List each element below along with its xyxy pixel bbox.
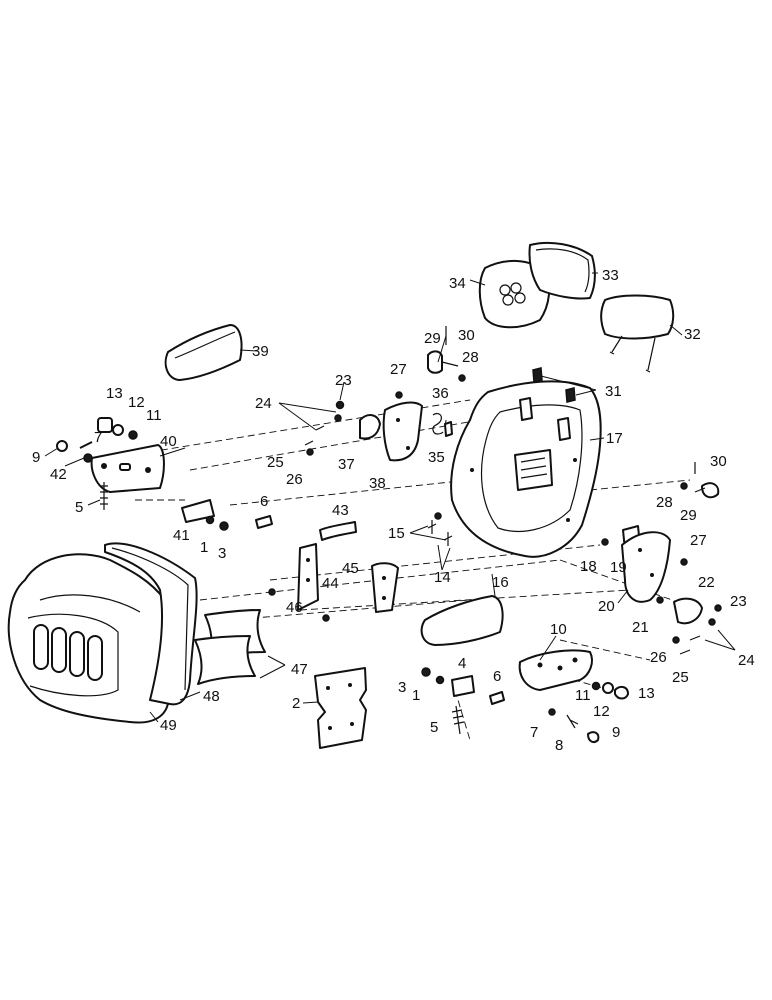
hardware-right <box>548 681 629 743</box>
label-part-24: 24 <box>255 395 272 412</box>
label-part-39: 39 <box>252 343 269 360</box>
hinge-center <box>421 667 505 735</box>
label-part-20: 20 <box>598 598 615 615</box>
label-part-21: 21 <box>632 619 649 636</box>
label-part-27: 27 <box>690 532 707 549</box>
label-part-12: 12 <box>593 703 610 720</box>
label-part-23: 23 <box>730 593 747 610</box>
seat-frame-48 <box>104 542 198 706</box>
armrest-pad-39 <box>164 324 243 381</box>
label-part-29: 29 <box>424 330 441 347</box>
label-part-36: 36 <box>432 385 449 402</box>
label-part-15: 15 <box>388 525 405 542</box>
label-part-25: 25 <box>672 669 689 686</box>
label-part-23: 23 <box>335 372 352 389</box>
label-part-6: 6 <box>260 493 268 510</box>
label-part-37: 37 <box>338 456 355 473</box>
label-part-10: 10 <box>550 621 567 638</box>
straps-47 <box>194 609 266 685</box>
clips-31 <box>532 367 576 403</box>
label-part-33: 33 <box>602 267 619 284</box>
label-part-4: 4 <box>458 655 466 672</box>
label-part-13: 13 <box>638 685 655 702</box>
label-part-28: 28 <box>462 349 479 366</box>
label-part-42: 42 <box>50 466 67 483</box>
hinge-left <box>181 499 273 531</box>
label-part-30: 30 <box>710 453 727 470</box>
label-part-5: 5 <box>75 499 83 516</box>
recliner-parts-right <box>601 525 722 655</box>
label-part-11: 11 <box>575 687 591 704</box>
bolts-14-15 <box>427 512 453 546</box>
label-part-38: 38 <box>369 475 386 492</box>
label-part-16: 16 <box>492 574 509 591</box>
label-part-32: 32 <box>684 326 701 343</box>
headrest-frame-32 <box>600 294 675 373</box>
center-brackets <box>268 521 399 622</box>
label-part-18: 18 <box>580 558 597 575</box>
label-part-31: 31 <box>605 383 622 400</box>
label-part-43: 43 <box>332 502 349 519</box>
label-part-9: 9 <box>612 724 620 741</box>
label-part-14: 14 <box>434 569 451 586</box>
label-part-29: 29 <box>680 507 697 524</box>
callout-labels: 1 1 2 3 3 4 5 5 6 6 7 7 8 9 9 10 11 11 1… <box>32 267 755 754</box>
label-part-48: 48 <box>203 688 220 705</box>
label-part-25: 25 <box>267 454 284 471</box>
label-part-26: 26 <box>650 649 667 666</box>
label-part-47: 47 <box>291 661 308 678</box>
label-part-45: 45 <box>342 560 359 577</box>
label-part-11: 11 <box>146 407 162 424</box>
armrest-bracket-10 <box>518 649 593 691</box>
label-part-1: 1 <box>200 539 208 556</box>
label-part-2: 2 <box>292 695 300 712</box>
armrest-bracket-40 <box>90 444 165 493</box>
label-part-30: 30 <box>458 327 475 344</box>
label-part-1: 1 <box>412 687 420 704</box>
label-part-46: 46 <box>286 599 303 616</box>
label-part-22: 22 <box>698 574 715 591</box>
label-part-19: 19 <box>610 559 627 576</box>
seat-cushion-49 <box>7 553 171 724</box>
hardware-left <box>56 417 138 510</box>
label-part-49: 49 <box>160 717 177 734</box>
label-part-9: 9 <box>32 449 40 466</box>
label-part-27: 27 <box>390 361 407 378</box>
armrest-pad-16 <box>420 595 504 646</box>
label-part-8: 8 <box>555 737 563 754</box>
label-part-3: 3 <box>398 679 406 696</box>
label-part-7: 7 <box>530 724 538 741</box>
knob-parts-right <box>680 462 720 499</box>
label-part-26: 26 <box>286 471 303 488</box>
label-part-3: 3 <box>218 545 226 562</box>
label-part-17: 17 <box>606 430 623 447</box>
label-part-13: 13 <box>106 385 123 402</box>
label-part-24: 24 <box>738 652 755 669</box>
backrest-frame-17 <box>450 380 602 558</box>
label-part-41: 41 <box>173 527 190 544</box>
recliner-parts-left <box>304 400 453 462</box>
label-part-40: 40 <box>160 433 177 450</box>
label-part-34: 34 <box>449 275 466 292</box>
base-plate-2 <box>314 667 367 749</box>
label-part-28: 28 <box>656 494 673 511</box>
label-part-6: 6 <box>493 668 501 685</box>
headrest-pad-34 <box>478 259 551 329</box>
label-part-7: 7 <box>94 429 102 446</box>
label-part-5: 5 <box>430 719 438 736</box>
label-part-44: 44 <box>322 575 339 592</box>
leader-lines <box>44 272 736 723</box>
headrest-cover-33 <box>528 241 596 300</box>
knob-parts-top <box>395 326 466 399</box>
label-part-35: 35 <box>428 449 445 466</box>
label-part-12: 12 <box>128 394 145 411</box>
